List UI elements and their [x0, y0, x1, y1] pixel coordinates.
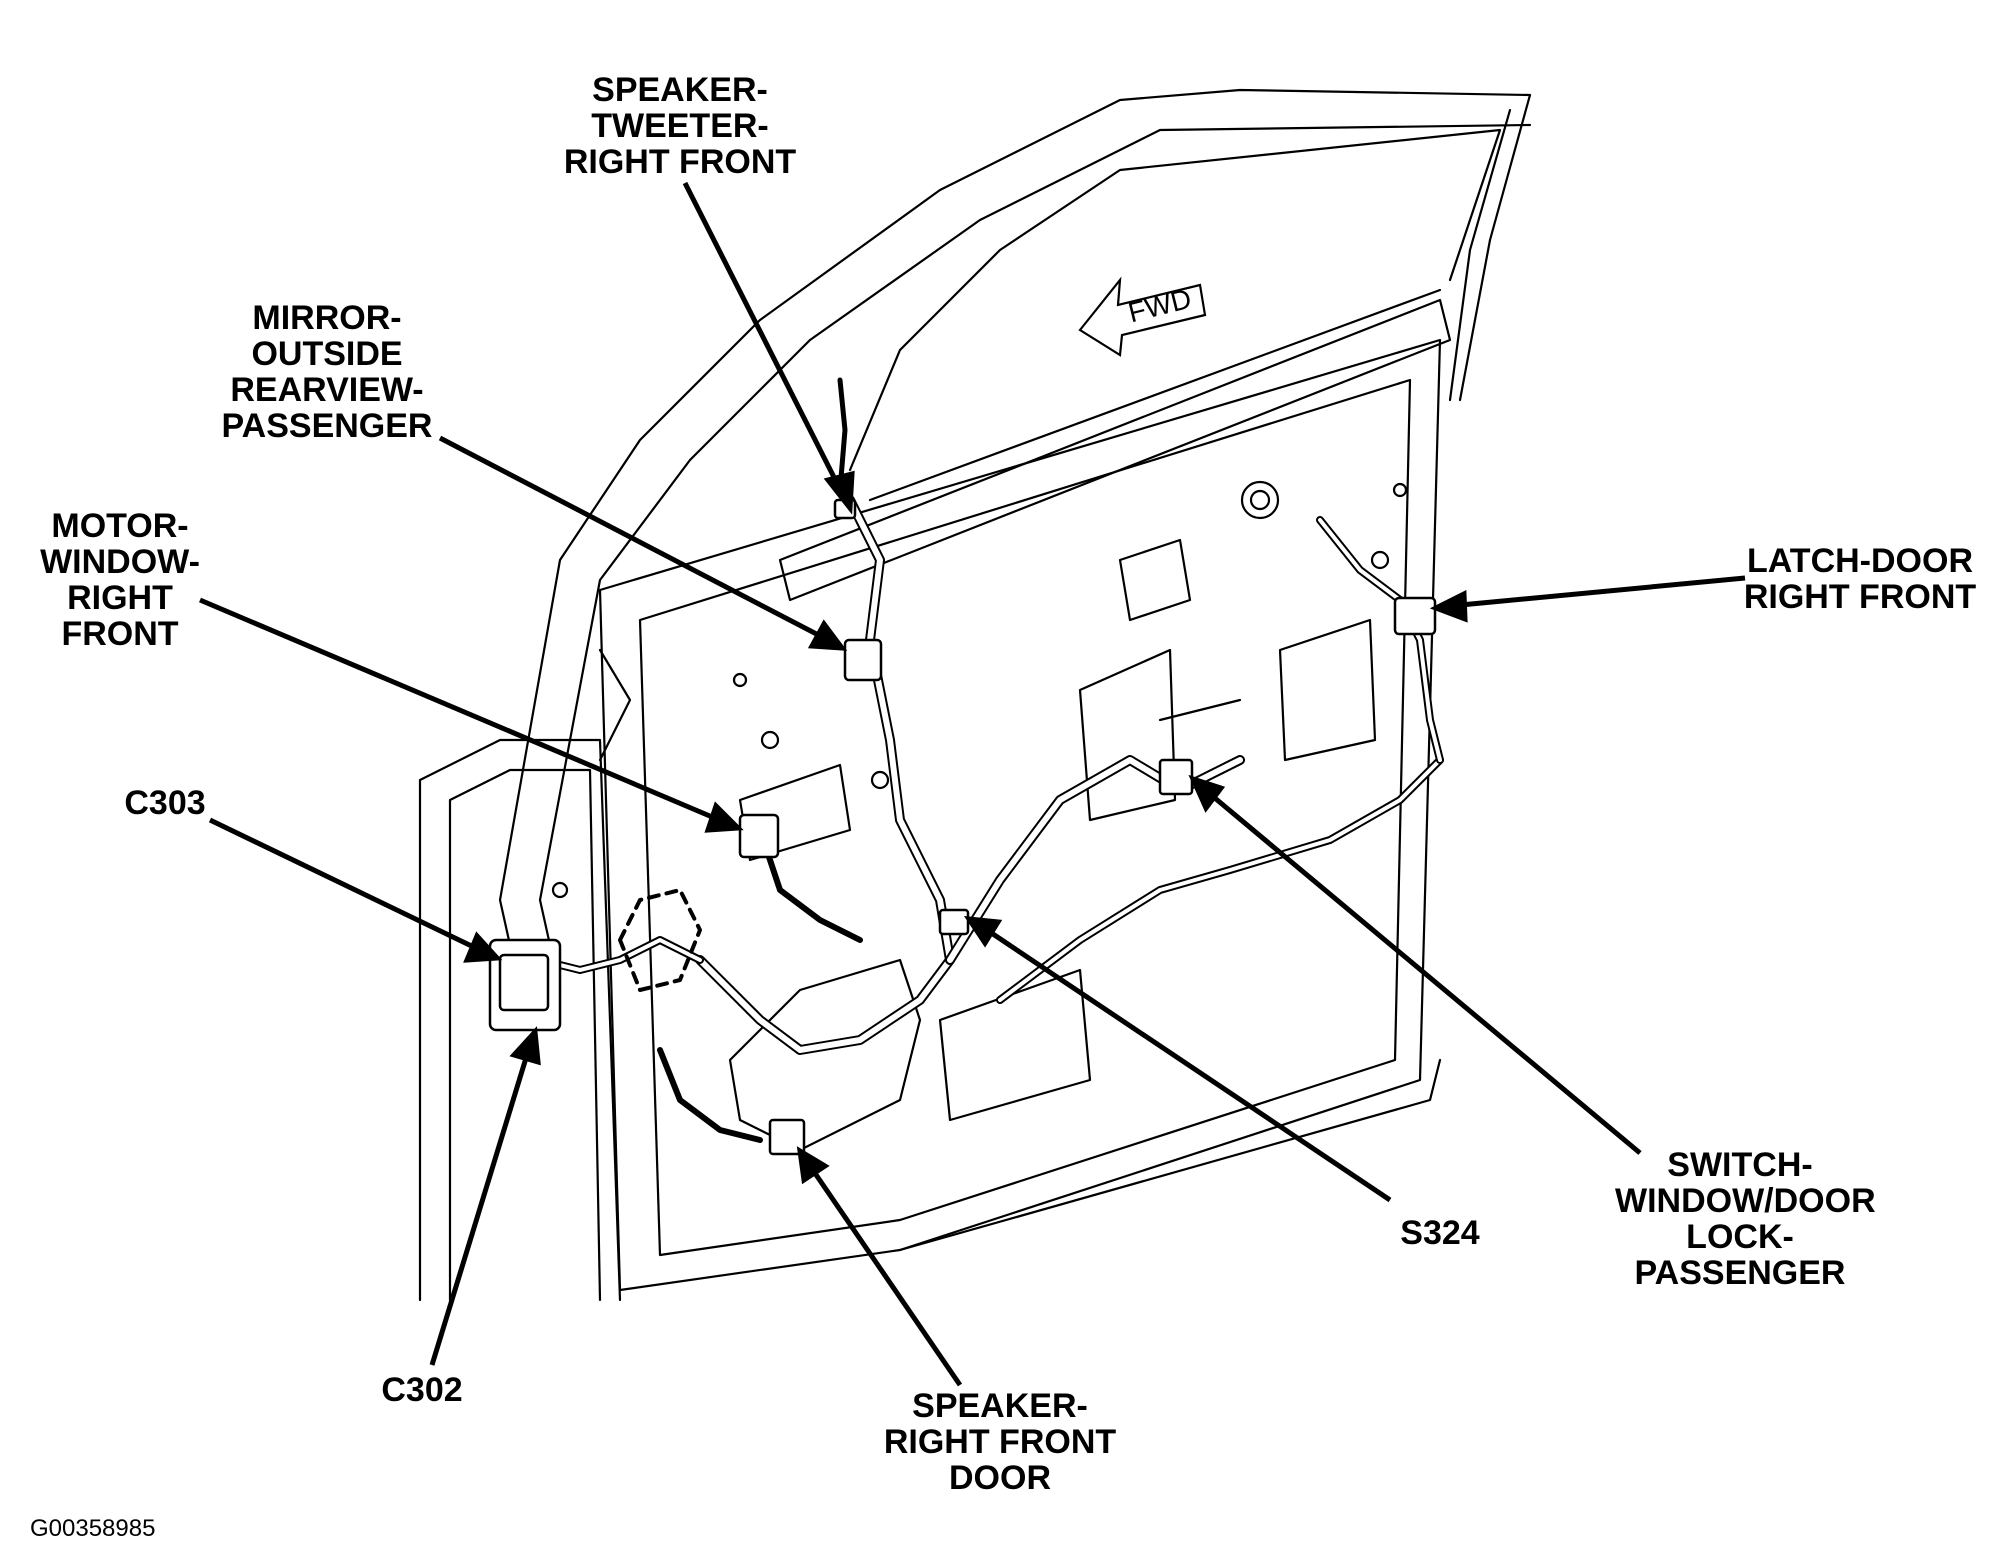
label-motor-window-right-front: MOTOR- WINDOW- RIGHT FRONT — [40, 508, 200, 652]
switch-connector — [1158, 758, 1194, 796]
label-line: LATCH-DOOR — [1747, 542, 1973, 580]
label-line: SWITCH- — [1667, 1146, 1813, 1184]
connectors — [488, 498, 1437, 1156]
figure-id: G00358985 — [30, 1515, 156, 1542]
label-line: RIGHT FRONT — [883, 1423, 1117, 1461]
label-c302: C302 — [372, 1372, 472, 1408]
label-line: OUTSIDE — [251, 335, 403, 373]
label-line: RIGHT FRONT — [1743, 578, 1977, 616]
wiring-harness — [536, 377, 1444, 1143]
door-outline — [418, 88, 1532, 1302]
label-line: RIGHT FRONT — [563, 143, 797, 181]
label-line: RIGHT — [67, 579, 173, 617]
label-line: MIRROR- — [252, 299, 402, 337]
label-line: FRONT — [61, 615, 179, 653]
motor-window-connector — [738, 813, 780, 859]
label-c303: C303 — [115, 785, 215, 821]
label-line: WINDOW/DOOR — [1615, 1182, 1876, 1220]
label-line: C302 — [381, 1371, 463, 1409]
label-speaker-right-front-door: SPEAKER- RIGHT FRONT DOOR — [880, 1388, 1120, 1496]
label-line: WINDOW- — [40, 543, 200, 581]
label-line: DOOR — [949, 1459, 1051, 1497]
label-line: TWEETER- — [591, 107, 769, 145]
label-line: SPEAKER- — [912, 1387, 1088, 1425]
leader-lines — [199, 181, 1746, 1387]
latch-connector — [1393, 596, 1437, 636]
label-line: LOCK- — [1686, 1218, 1794, 1256]
label-line: PASSENGER — [221, 407, 433, 445]
label-mirror-outside-rearview-passenger: MIRROR- OUTSIDE REARVIEW- PASSENGER — [212, 300, 442, 444]
label-line: C303 — [124, 784, 206, 822]
label-line: MOTOR- — [51, 507, 189, 545]
label-latch-door-right-front: LATCH-DOOR RIGHT FRONT — [1740, 543, 1980, 615]
label-line: SPEAKER- — [592, 71, 768, 109]
fwd-arrow-icon — [1078, 276, 1207, 357]
label-line: S324 — [1400, 1214, 1480, 1252]
speaker-door-connector — [768, 1118, 806, 1156]
label-line: REARVIEW- — [230, 371, 424, 409]
label-switch-window-door-lock-passenger: SWITCH- WINDOW/DOOR LOCK- PASSENGER — [1615, 1146, 1876, 1292]
label-s324: S324 — [1390, 1215, 1490, 1251]
label-speaker-tweeter-right-front: SPEAKER- TWEETER- RIGHT FRONT — [555, 72, 805, 180]
label-line: PASSENGER — [1634, 1254, 1846, 1292]
s324-splice — [938, 908, 970, 936]
mirror-connector — [843, 638, 883, 682]
